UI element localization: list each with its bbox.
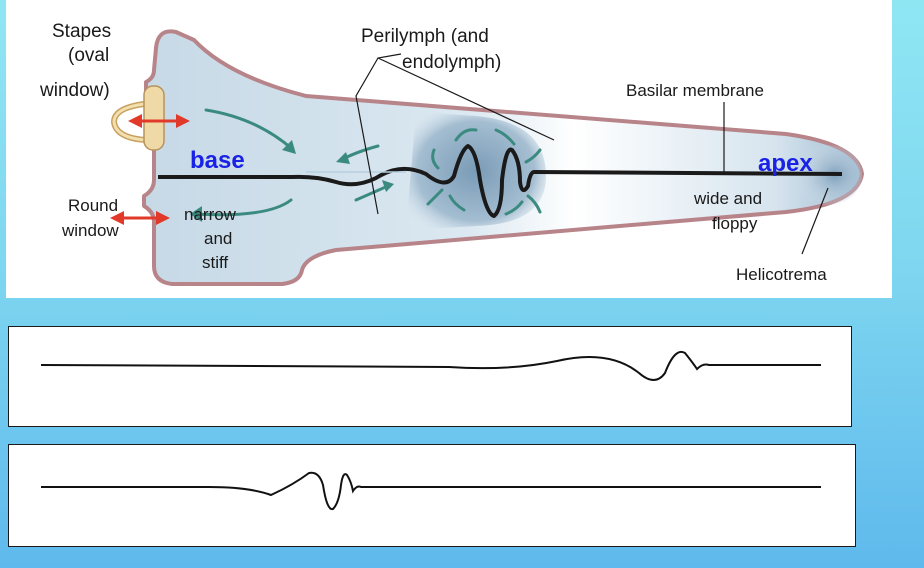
oval-window-arrow [128,114,190,128]
basilar-membrane [158,144,843,218]
wide-label: wide and [693,189,762,208]
waveform-panel-high-frequency [8,444,856,547]
round-window-label-window: window [61,221,119,240]
travelling-wave-trace-apex [40,351,821,381]
stapes-footplate [143,85,165,151]
leader-lines [355,53,829,255]
narrow-and-label: and [204,229,232,248]
stapes-label-window: window) [39,80,110,101]
cochlea-diagram: Stapes (oval window) Perilymph (and endo… [39,21,864,286]
round-window-label: Round [68,196,118,215]
basilar-membrane-label: Basilar membrane [626,81,764,100]
base-label: base [190,147,245,174]
round-window-arrow [110,211,170,225]
helicotrema-label: Helicotrema [736,265,827,284]
narrow-label: narrow [184,205,237,224]
apex-label: apex [758,150,813,177]
travelling-wave-trace-base [41,471,821,511]
stiff-label: stiff [202,253,228,272]
stapes-label-oval: (oval [68,45,109,66]
cochlea-diagram-panel: Stapes (oval window) Perilymph (and endo… [6,0,892,298]
flow-arrowheads [190,140,394,222]
waveform-panel-low-frequency [8,326,852,427]
waveform-high-frequency [41,471,821,511]
fluid-flow-arrows [194,108,542,217]
stapes-label: Stapes [52,21,111,42]
perilymph-label: Perilymph (and [361,26,489,47]
floppy-label: floppy [712,214,758,233]
waveform-low-frequency [40,351,821,381]
endolymph-label: endolymph) [402,52,501,73]
